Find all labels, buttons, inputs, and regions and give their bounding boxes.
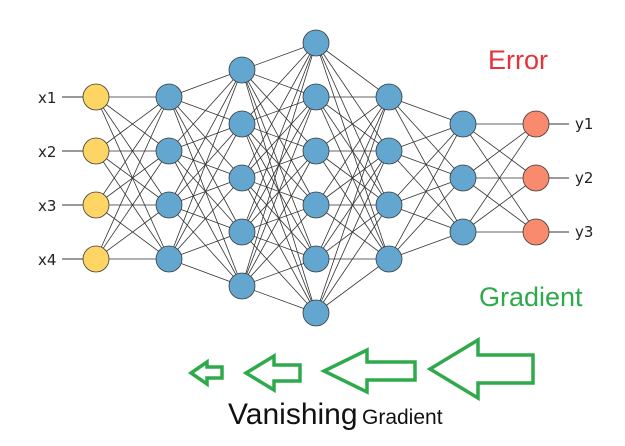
gradient-arrow-1 xyxy=(426,336,535,402)
hidden-neuron-l3-1 xyxy=(302,29,330,57)
connection-l0-3-0 xyxy=(95,96,170,260)
connection-l3-5-1 xyxy=(315,150,390,314)
caption-main: Vanishing xyxy=(228,398,358,431)
hidden-neuron-l4-3 xyxy=(375,191,403,219)
connection-l4-3-0 xyxy=(388,123,464,260)
connection-l2-4-1 xyxy=(241,96,317,287)
input-label-x1: x1 xyxy=(38,89,57,107)
connection-l3-3-0 xyxy=(315,96,390,206)
connection-l2-4-2 xyxy=(241,150,317,287)
hidden-neuron-l2-5 xyxy=(228,272,256,300)
gradient-arrow-2 xyxy=(320,347,417,395)
hidden-neuron-l5-1 xyxy=(449,110,477,138)
connection-l3-5-2 xyxy=(315,204,390,314)
input-label-x3: x3 xyxy=(38,197,57,215)
hidden-neuron-l2-2 xyxy=(228,110,256,138)
connection-l3-2-0 xyxy=(315,96,390,152)
hidden-neuron-l3-2 xyxy=(302,83,330,111)
connection-l0-1-0 xyxy=(95,96,170,152)
caption: Vanishing Gradient xyxy=(228,398,443,432)
hidden-neuron-l1-2 xyxy=(155,137,183,165)
hidden-neuron-l4-1 xyxy=(375,83,403,111)
connection-l1-1-0 xyxy=(168,69,243,152)
connection-l2-1-0 xyxy=(241,42,317,125)
connection-l3-5-0 xyxy=(315,96,390,314)
connection-l1-3-0 xyxy=(168,69,243,260)
gradient-arrow-3 xyxy=(242,352,302,394)
hidden-neuron-l2-4 xyxy=(228,218,256,246)
hidden-neuron-l5-3 xyxy=(449,218,477,246)
output-label-y2: y2 xyxy=(575,169,594,187)
connection-l2-2-0 xyxy=(241,42,317,179)
error-label: Error xyxy=(488,45,548,75)
input-neuron-l0-1 xyxy=(82,83,110,111)
gradient-label: Gradient xyxy=(479,282,583,312)
connection-l0-2-0 xyxy=(95,96,170,206)
connection-l2-3-0 xyxy=(241,42,317,233)
connection-l0-3-2 xyxy=(95,204,170,260)
output-label-y3: y3 xyxy=(575,223,594,241)
hidden-neuron-l4-4 xyxy=(375,245,403,273)
output-neuron-l6-1 xyxy=(522,110,550,138)
caption-sub: Gradient xyxy=(362,406,443,429)
connection-l3-0-0 xyxy=(315,42,390,98)
gradient-arrow-4 xyxy=(187,358,224,388)
backprop-arrows xyxy=(187,336,535,402)
hidden-neuron-l1-4 xyxy=(155,245,183,273)
network-neurons xyxy=(82,29,550,327)
input-label-x2: x2 xyxy=(38,143,57,161)
hidden-neuron-l3-4 xyxy=(302,191,330,219)
connection-l4-3-1 xyxy=(388,177,464,260)
input-neuron-l0-3 xyxy=(82,191,110,219)
connection-l5-1-0 xyxy=(462,123,537,179)
hidden-neuron-l3-3 xyxy=(302,137,330,165)
hidden-neuron-l1-3 xyxy=(155,191,183,219)
connection-l1-3-2 xyxy=(168,177,243,260)
connection-l1-3-1 xyxy=(168,123,243,260)
connection-l3-4-0 xyxy=(315,96,390,260)
connection-l5-2-0 xyxy=(462,123,537,233)
hidden-neuron-l5-2 xyxy=(449,164,477,192)
connection-l0-3-1 xyxy=(95,150,170,260)
hidden-neuron-l2-1 xyxy=(228,56,256,84)
output-label-y1: y1 xyxy=(575,115,594,133)
output-neuron-l6-3 xyxy=(522,218,550,246)
output-neuron-l6-2 xyxy=(522,164,550,192)
connection-l4-2-0 xyxy=(388,123,464,206)
connection-l3-5-3 xyxy=(315,258,390,314)
connection-l1-2-0 xyxy=(168,69,243,206)
input-label-x4: x4 xyxy=(38,251,57,269)
connection-l2-4-3 xyxy=(241,204,317,287)
hidden-neuron-l3-5 xyxy=(302,245,330,273)
input-neuron-l0-4 xyxy=(82,245,110,273)
input-neuron-l0-2 xyxy=(82,137,110,165)
hidden-neuron-l3-6 xyxy=(302,299,330,327)
hidden-neuron-l4-2 xyxy=(375,137,403,165)
connection-l5-2-1 xyxy=(462,177,537,233)
hidden-neuron-l2-3 xyxy=(228,164,256,192)
connection-l2-4-0 xyxy=(241,42,317,287)
hidden-neuron-l1-1 xyxy=(155,83,183,111)
